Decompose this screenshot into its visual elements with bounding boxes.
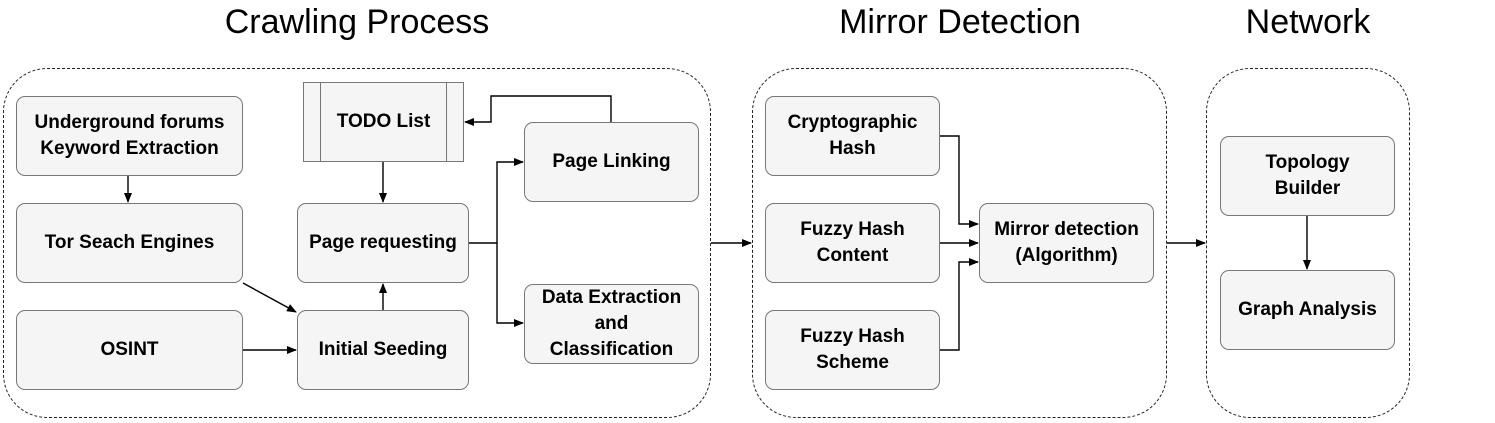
node-page-requesting: Page requesting — [297, 203, 469, 283]
node-initial-seeding: Initial Seeding — [297, 310, 469, 390]
node-topology-builder: Topology Builder — [1220, 136, 1395, 216]
group-crawling-process — [3, 68, 711, 418]
node-fuzzy-hash-content: Fuzzy Hash Content — [765, 203, 940, 283]
group-mirror-detection — [752, 68, 1167, 418]
node-graph-analysis: Graph Analysis — [1220, 270, 1395, 350]
node-fuzzy-hash-scheme: Fuzzy Hash Scheme — [765, 310, 940, 390]
node-data-extraction: Data Extraction and Classification — [524, 284, 699, 364]
group-network — [1206, 68, 1410, 418]
title-mirror-detection: Mirror Detection — [839, 3, 1081, 41]
node-cryptographic-hash: Cryptographic Hash — [765, 96, 940, 176]
node-mirror-detection-algorithm: Mirror detection (Algorithm) — [979, 203, 1154, 283]
node-tor-search-engines: Tor Seach Engines — [16, 203, 243, 283]
node-page-linking: Page Linking — [524, 122, 699, 202]
title-crawling-process: Crawling Process — [224, 3, 490, 41]
node-underground-forums: Underground forums Keyword Extraction — [16, 96, 243, 176]
node-osint: OSINT — [16, 310, 243, 390]
node-todo-list: TODO List — [303, 82, 464, 162]
title-network: Network — [1245, 3, 1371, 41]
